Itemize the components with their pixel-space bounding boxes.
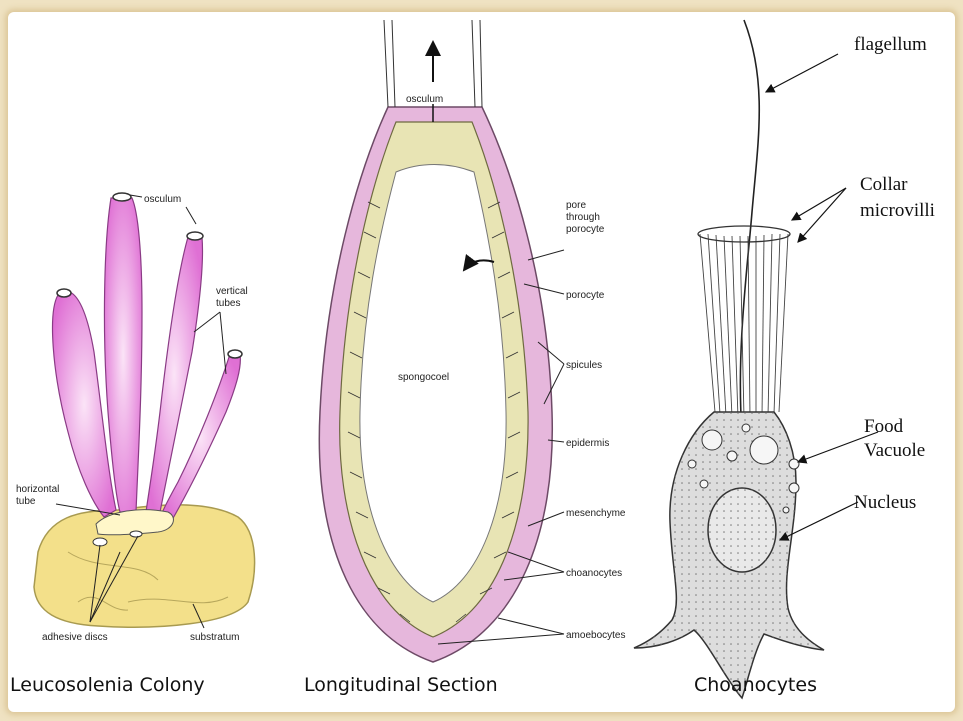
label-osculum-section: osculum: [406, 94, 443, 105]
collar-microvilli: [700, 234, 788, 418]
label-flagellum: flagellum: [854, 34, 927, 55]
caption-longitudinal-section: Longitudinal Section: [304, 674, 498, 696]
label-epidermis: epidermis: [566, 438, 609, 449]
label-substratum: substratum: [190, 632, 239, 643]
spongocoel: [360, 165, 506, 603]
label-spongocoel: spongocoel: [398, 372, 449, 383]
label-amoebocytes: amoebocytes: [566, 630, 625, 641]
label-nucleus: Nucleus: [854, 492, 916, 513]
label-collar-microvilli: Collar microvilli: [860, 174, 935, 221]
label-spicules: spicules: [566, 360, 602, 371]
label-mesenchyme: mesenchyme: [566, 508, 626, 519]
label-adhesive-discs: adhesive discs: [42, 632, 108, 643]
label-porocyte: porocyte: [566, 290, 605, 301]
caption-leucosolenia: Leucosolenia Colony: [10, 674, 205, 696]
caption-choanocytes: Choanocytes: [694, 674, 817, 696]
label-collar-microvilli-text: Collar: [860, 174, 908, 195]
label-osculum-colony: osculum: [144, 194, 181, 205]
vertical-tube-2: [104, 198, 142, 512]
label-choanocytes-section: choanocytes: [566, 568, 622, 579]
